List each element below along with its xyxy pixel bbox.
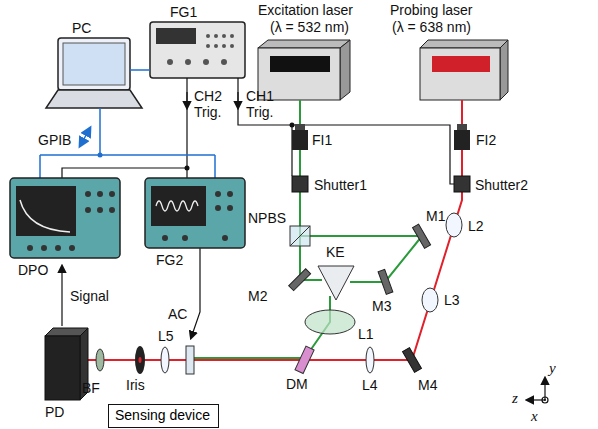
- component-label: Shutter2: [475, 177, 528, 193]
- component-label: FI1: [312, 132, 332, 148]
- axis-label: z: [512, 390, 518, 406]
- component-label: (λ = 532 nm): [270, 19, 349, 35]
- component-label: BF: [82, 380, 100, 396]
- component-label: Shutter1: [314, 177, 367, 193]
- component-label: NPBS: [248, 210, 286, 226]
- component-label: KE: [326, 244, 345, 260]
- component-label: PC: [72, 20, 91, 36]
- component-label: Probing laser: [390, 2, 473, 18]
- component-label: L1: [358, 326, 374, 342]
- component-label: L4: [362, 377, 378, 393]
- component-label: Trig.: [246, 104, 273, 120]
- component-label: DPO: [18, 262, 48, 278]
- component-label: CH2: [194, 88, 222, 104]
- component-label: L3: [444, 292, 460, 308]
- axis-label: x: [531, 408, 538, 424]
- component-label: GPIB: [38, 132, 71, 148]
- component-label: AC: [168, 306, 187, 322]
- axis-label: y: [549, 360, 556, 376]
- component-label: PD: [45, 404, 64, 420]
- component-label: Trig.: [194, 104, 221, 120]
- component-label: FI2: [476, 132, 496, 148]
- component-label: Signal: [70, 288, 109, 304]
- component-label: Excitation laser: [258, 2, 353, 18]
- component-label: DM: [286, 376, 308, 392]
- component-label: Iris: [126, 377, 145, 393]
- device-name: Sensing device: [115, 407, 212, 424]
- component-label: M1: [426, 208, 445, 224]
- component-label: L5: [158, 328, 174, 344]
- component-label: (λ = 638 nm): [392, 19, 471, 35]
- component-label: CH1: [246, 88, 274, 104]
- component-label: M4: [418, 377, 437, 393]
- component-label: M3: [372, 298, 391, 314]
- device-label-box: Sensing device: [108, 404, 219, 428]
- component-label: M2: [248, 288, 267, 304]
- component-label: FG2: [156, 252, 183, 268]
- component-label: FG1: [170, 4, 197, 20]
- component-label: L2: [468, 218, 484, 234]
